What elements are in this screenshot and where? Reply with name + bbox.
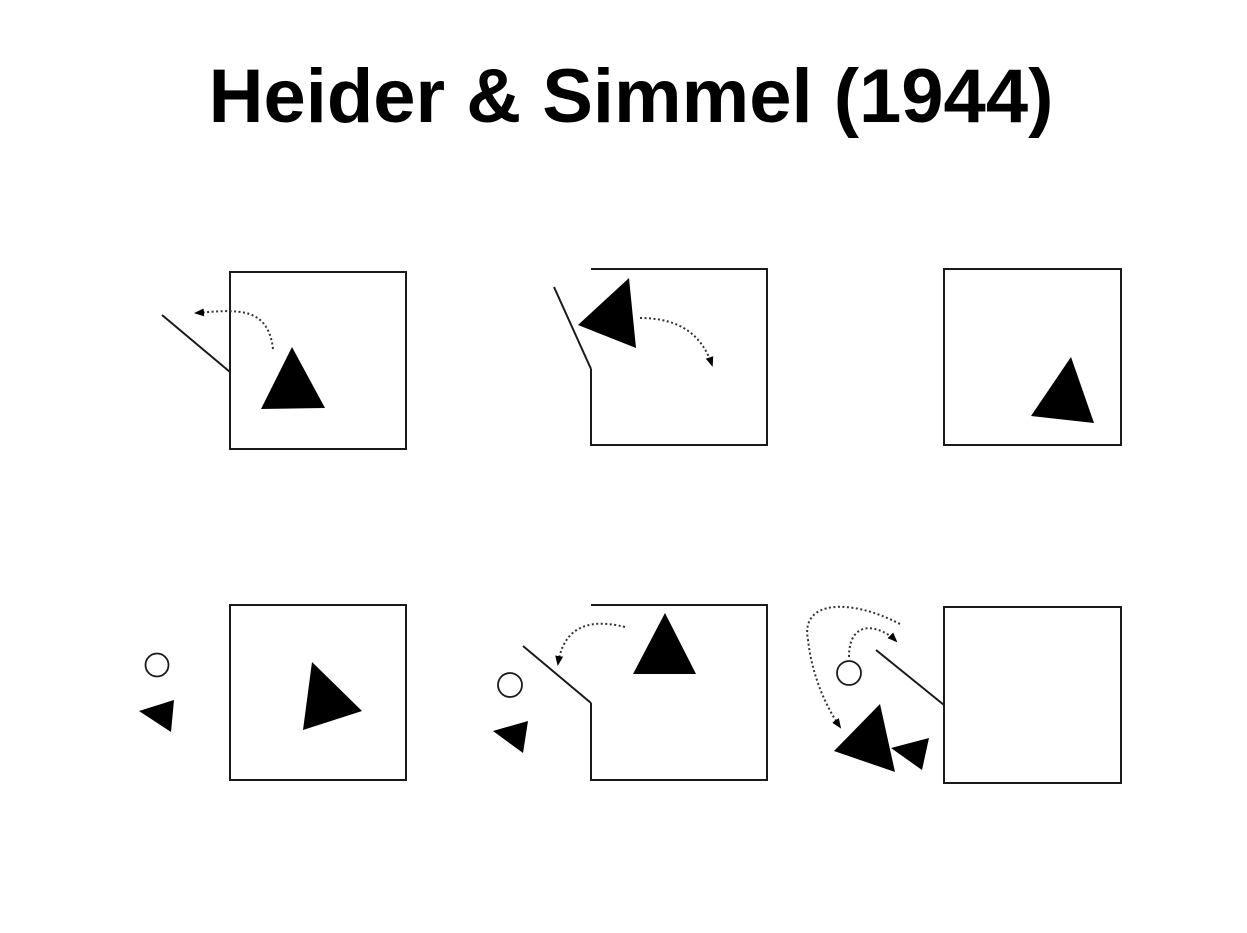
- small-triangle: [139, 700, 174, 732]
- big-triangle: [303, 662, 362, 730]
- big-triangle: [261, 347, 325, 409]
- open-door: [161, 314, 231, 373]
- panel-2: [553, 268, 768, 446]
- house-outline: [943, 606, 1122, 784]
- panel-1: [161, 271, 407, 450]
- dotted-arrow: [848, 627, 898, 658]
- dotted-arrow: [194, 308, 274, 350]
- big-triangle: [834, 704, 895, 772]
- slide-title: Heider & Simmel (1944): [208, 54, 1054, 139]
- panel-4: [139, 604, 407, 781]
- panel-3: [943, 268, 1122, 446]
- dotted-arrow: [639, 317, 714, 367]
- big-triangle: [633, 613, 696, 674]
- dotted-arrow: [555, 622, 626, 666]
- open-door: [553, 286, 592, 370]
- circle: [144, 652, 170, 678]
- open-door: [522, 645, 592, 704]
- big-triangle: [578, 278, 636, 348]
- house-outline: [590, 604, 768, 781]
- circle: [836, 660, 862, 686]
- house-outline: [590, 268, 768, 446]
- circle: [497, 672, 523, 698]
- open-door: [875, 649, 945, 706]
- house-outline: [943, 268, 1122, 446]
- house-outline: [229, 271, 407, 450]
- house-outline: [229, 604, 407, 781]
- small-triangle: [493, 721, 528, 753]
- panel-5: [493, 604, 768, 781]
- small-triangle: [891, 738, 929, 770]
- dotted-arrow: [806, 605, 901, 729]
- panel-6: [806, 605, 1122, 784]
- big-triangle: [1031, 357, 1094, 423]
